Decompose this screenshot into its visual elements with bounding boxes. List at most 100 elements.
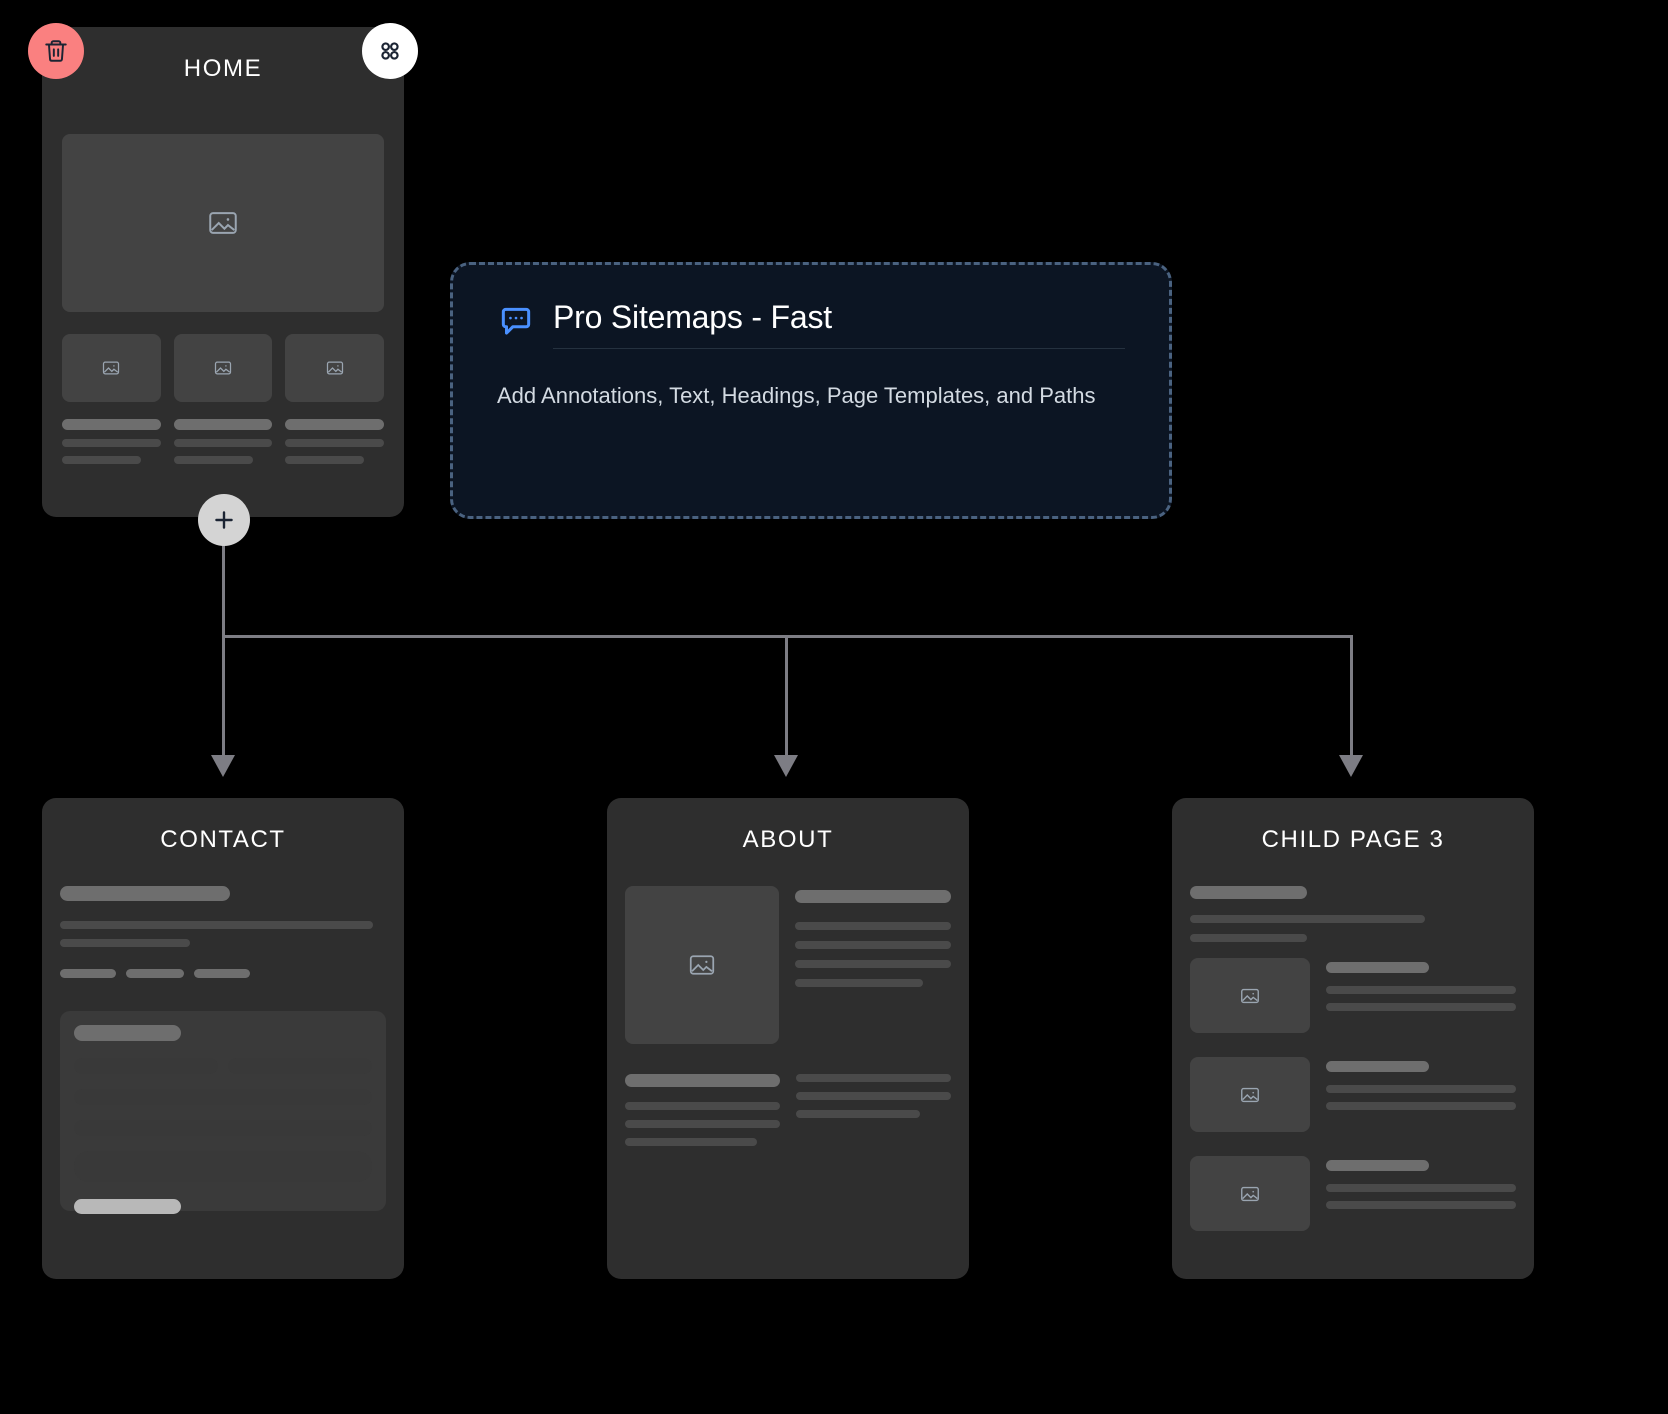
- about-lower-column-right: [796, 1074, 951, 1146]
- about-upper-grid: [625, 886, 951, 1044]
- list-item[interactable]: [1190, 1156, 1516, 1231]
- skeleton-bar: [173, 419, 273, 430]
- arrow-head-about: [774, 755, 798, 777]
- page-title-about: ABOUT: [742, 826, 834, 853]
- page-card-home[interactable]: HOME: [42, 27, 404, 517]
- skeleton-bar: [1326, 1061, 1429, 1072]
- skeleton-bar: [1326, 962, 1429, 973]
- contact-form-panel[interactable]: [60, 1011, 386, 1214]
- home-thumbnail-3: [285, 334, 385, 402]
- skeleton-bar: [625, 1138, 757, 1146]
- form-input-field[interactable]: [74, 1120, 372, 1136]
- about-lower-grid: [625, 1074, 951, 1146]
- home-thumbnail-2: [173, 334, 273, 402]
- delete-page-button[interactable]: [28, 23, 84, 79]
- form-input-field[interactable]: [74, 1058, 218, 1074]
- connector-to-about: [785, 635, 788, 757]
- contact-tag: [194, 969, 250, 978]
- home-text-column-3: [285, 419, 385, 464]
- form-input-field[interactable]: [228, 1058, 372, 1074]
- skeleton-bar: [795, 890, 951, 903]
- page-card-about[interactable]: ABOUT: [607, 798, 969, 1279]
- annotation-title: Pro Sitemaps - Fast: [553, 299, 832, 335]
- page-title-contact: CONTACT: [160, 826, 286, 853]
- skeleton-bar: [62, 419, 161, 430]
- connector-trunk: [222, 520, 225, 638]
- plus-icon: [215, 511, 233, 529]
- skeleton-bar: [285, 419, 385, 430]
- list-item-text: [1326, 1057, 1516, 1132]
- about-lower-column-left: [625, 1074, 780, 1146]
- skeleton-bar: [1326, 986, 1516, 994]
- annotation-body: Add Annotations, Text, Headings, Page Te…: [497, 383, 1096, 408]
- skeleton-bar: [1326, 1102, 1516, 1110]
- form-input-field[interactable]: [74, 1089, 372, 1105]
- annotation-card[interactable]: Pro Sitemaps - Fast Add Annotations, Tex…: [450, 262, 1172, 519]
- skeleton-bar: [173, 439, 273, 447]
- skeleton-bar: [1190, 915, 1425, 923]
- skeleton-bar: [796, 1092, 951, 1100]
- contact-paragraph-line: [60, 921, 373, 929]
- page-templates-button[interactable]: [362, 23, 418, 79]
- page-card-contact[interactable]: CONTACT: [42, 798, 404, 1279]
- child3-intro: [1190, 886, 1516, 942]
- about-image-placeholder: [625, 886, 779, 1044]
- connector-to-contact: [222, 635, 225, 757]
- skeleton-bar: [795, 941, 951, 949]
- home-text-column-1: [62, 419, 161, 464]
- list-item-thumbnail: [1190, 958, 1310, 1033]
- add-child-page-button[interactable]: [198, 494, 250, 546]
- contact-content: [60, 886, 386, 978]
- comment-icon: [501, 307, 531, 335]
- about-text-column: [795, 886, 951, 1044]
- skeleton-bar: [625, 1102, 780, 1110]
- trash-icon: [45, 40, 67, 62]
- contact-tag: [126, 969, 184, 978]
- image-placeholder-icon: [209, 212, 237, 234]
- arrow-head-child-page-3: [1339, 755, 1363, 777]
- skeleton-bar: [1326, 1085, 1516, 1093]
- skeleton-bar: [173, 456, 253, 464]
- page-title-child-page-3: CHILD PAGE 3: [1261, 826, 1445, 853]
- list-item[interactable]: [1190, 1057, 1516, 1132]
- skeleton-bar: [1326, 1201, 1516, 1209]
- form-textarea-field[interactable]: [74, 1151, 372, 1182]
- skeleton-bar: [1190, 886, 1308, 899]
- contact-tag-row: [60, 969, 386, 978]
- skeleton-bar: [1190, 934, 1308, 942]
- image-placeholder-icon: [1241, 1087, 1259, 1102]
- skeleton-bar: [62, 456, 141, 464]
- annotation-divider: [553, 348, 1125, 349]
- skeleton-bar: [795, 922, 951, 930]
- image-placeholder-icon: [689, 955, 715, 975]
- list-item[interactable]: [1190, 958, 1516, 1033]
- skeleton-bar: [625, 1120, 780, 1128]
- skeleton-bar: [1326, 1184, 1516, 1192]
- skeleton-bar: [285, 456, 365, 464]
- image-placeholder-icon: [1241, 1186, 1259, 1201]
- contact-paragraph-line: [60, 939, 191, 947]
- home-thumbnail-row: [62, 334, 385, 402]
- skeleton-bar: [625, 1074, 780, 1087]
- annotation-header: Pro Sitemaps - Fast: [497, 299, 1125, 349]
- connector-to-child-page-3: [1350, 635, 1353, 757]
- image-placeholder-icon: [326, 361, 343, 375]
- contact-tag: [60, 969, 116, 978]
- home-text-row: [62, 419, 385, 464]
- image-placeholder-icon: [214, 361, 232, 375]
- skeleton-bar: [62, 439, 161, 447]
- list-item-text: [1326, 1156, 1516, 1231]
- annotation-title-wrap: Pro Sitemaps - Fast: [553, 299, 1125, 349]
- form-submit-button[interactable]: [74, 1199, 182, 1214]
- page-card-child-page-3[interactable]: CHILD PAGE 3: [1172, 798, 1534, 1279]
- home-hero-image-placeholder: [62, 134, 384, 312]
- arrow-head-contact: [211, 755, 235, 777]
- child3-media-list: [1190, 958, 1516, 1231]
- image-placeholder-icon: [1241, 988, 1259, 1003]
- skeleton-bar: [1326, 1160, 1429, 1171]
- skeleton-bar: [1326, 1003, 1516, 1011]
- skeleton-bar: [796, 1074, 951, 1082]
- image-placeholder-icon: [103, 361, 120, 375]
- contact-heading-bar: [60, 886, 230, 901]
